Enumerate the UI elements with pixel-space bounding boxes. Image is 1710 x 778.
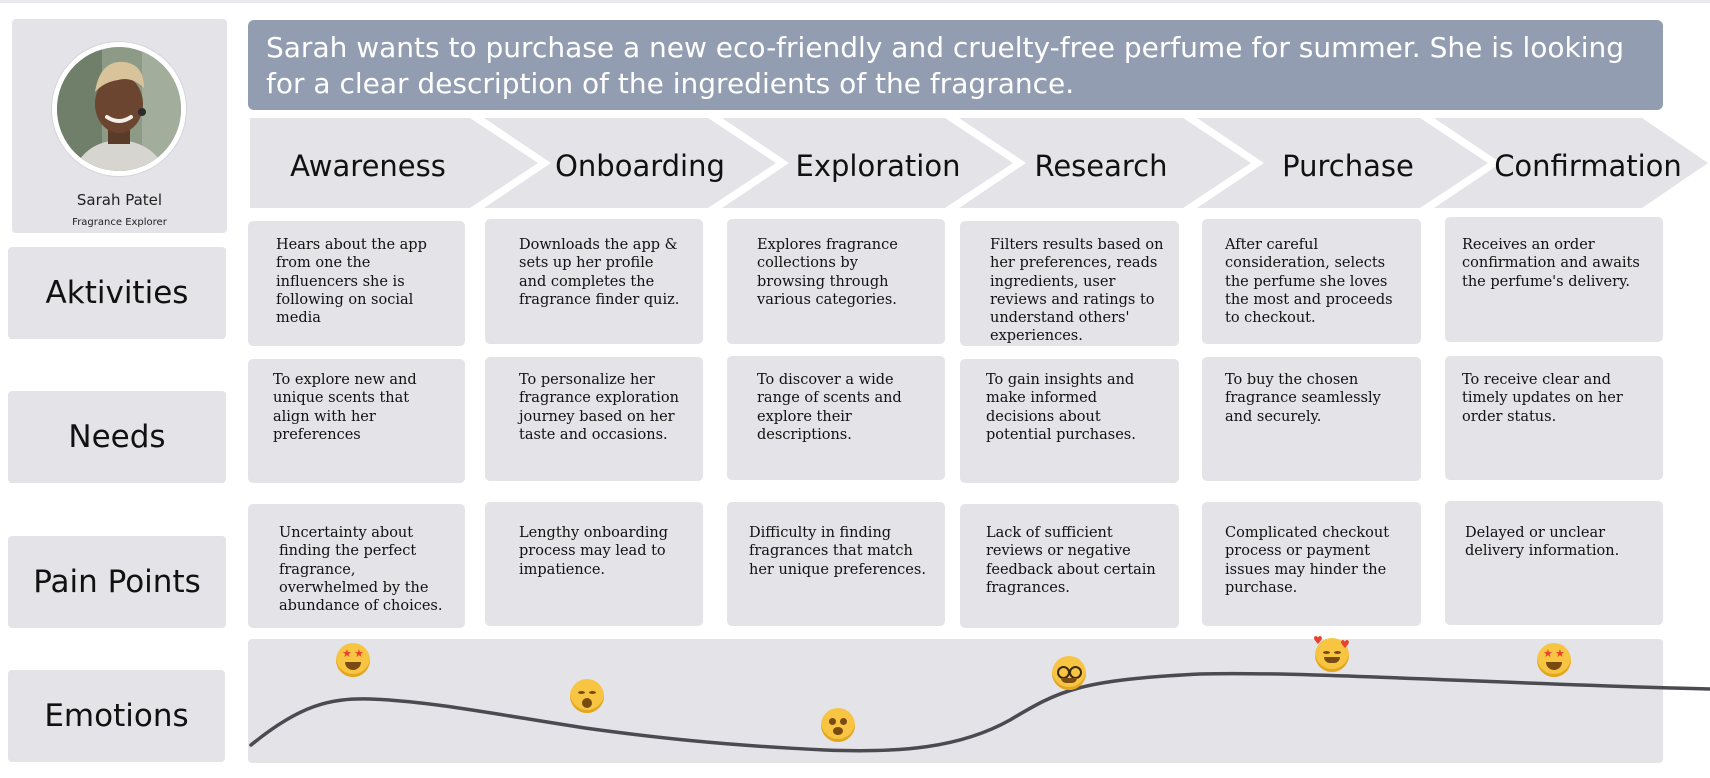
need-card: To receive clear and timely updates on h… — [1445, 356, 1663, 480]
pain-point-text: Lengthy onboarding process may lead to i… — [519, 525, 668, 578]
need-card: To gain insights and make informed decis… — [960, 359, 1179, 483]
need-text: To buy the chosen fragrance seamlessly a… — [1225, 372, 1381, 425]
stage-label-purchase: Purchase — [1282, 149, 1414, 183]
stage-arrow-research — [959, 118, 1251, 208]
activity-text: Filters results based on her preferences… — [990, 237, 1164, 345]
pain-point-text: Lack of sufficient reviews or negative f… — [986, 525, 1156, 596]
need-text: To receive clear and timely updates on h… — [1462, 372, 1623, 425]
need-text: To gain insights and make informed decis… — [986, 372, 1136, 443]
persona-card: Sarah Patel Fragrance Explorer — [12, 19, 227, 233]
pain-point-card: Delayed or unclear delivery information. — [1445, 501, 1663, 625]
stage-label-research: Research — [1034, 149, 1168, 183]
activity-text: After careful consideration, selects the… — [1225, 237, 1393, 327]
row-label-activities: Aktivities — [8, 247, 226, 339]
activity-text: Receives an order confirmation and await… — [1462, 237, 1640, 290]
activity-card: Explores fragrance collections by browsi… — [727, 219, 945, 344]
stage-arrow-awareness — [250, 118, 538, 208]
stage-arrow-exploration — [722, 118, 1013, 208]
stage-label-confirmation: Confirmation — [1494, 149, 1682, 183]
mind-blown-emoji-icon — [821, 708, 855, 742]
need-card: To discover a wide range of scents and e… — [727, 356, 945, 480]
row-label-emotions: Emotions — [8, 670, 225, 762]
stage-arrow-onboarding — [484, 118, 776, 208]
activity-card: Receives an order confirmation and await… — [1445, 217, 1663, 342]
stage-label-onboarding: Onboarding — [555, 149, 725, 183]
need-text: To explore new and unique scents that al… — [273, 372, 417, 443]
pain-point-card: Lengthy onboarding process may lead to i… — [485, 502, 703, 626]
star-struck-emoji-icon: ★★ — [1537, 643, 1571, 677]
pain-point-card: Lack of sufficient reviews or negative f… — [960, 504, 1179, 628]
stage-arrow-confirmation — [1434, 118, 1708, 208]
nerd-emoji-icon — [1052, 656, 1086, 690]
activity-card: After careful consideration, selects the… — [1202, 219, 1421, 344]
pain-point-text: Complicated checkout process or payment … — [1225, 525, 1390, 596]
row-label-pain-points: Pain Points — [8, 536, 226, 628]
need-card: To explore new and unique scents that al… — [248, 359, 465, 483]
activity-text: Hears about the app from one the influen… — [276, 237, 427, 327]
pain-point-card: Difficulty in finding fragrances that ma… — [727, 502, 945, 626]
pain-point-card: Complicated checkout process or payment … — [1202, 502, 1421, 626]
activity-card: Downloads the app & sets up her profile … — [485, 219, 703, 344]
need-text: To discover a wide range of scents and e… — [757, 372, 902, 443]
stage-label-exploration: Exploration — [795, 149, 961, 183]
need-text: To personalize her fragrance exploration… — [519, 372, 679, 443]
star-struck-emoji-icon: ★★ — [336, 643, 370, 677]
pain-point-text: Uncertainty about finding the perfect fr… — [279, 525, 443, 615]
activity-card: Filters results based on her preferences… — [960, 221, 1179, 346]
pain-point-text: Difficulty in finding fragrances that ma… — [749, 525, 926, 578]
persona-avatar — [52, 42, 186, 176]
persona-name: Sarah Patel — [76, 191, 163, 209]
stage-label-awareness: Awareness — [290, 149, 446, 183]
persona-role: Fragrance Explorer — [72, 217, 167, 228]
pain-point-card: Uncertainty about finding the perfect fr… — [248, 504, 465, 628]
top-divider — [0, 0, 1710, 3]
activity-text: Downloads the app & sets up her profile … — [519, 237, 680, 308]
need-card: To buy the chosen fragrance seamlessly a… — [1202, 357, 1421, 481]
activity-card: Hears about the app from one the influen… — [248, 221, 465, 346]
scenario-banner: Sarah wants to purchase a new eco-friend… — [248, 20, 1663, 110]
need-card: To personalize her fragrance exploration… — [485, 357, 703, 481]
smiling-hearts-emoji-icon: ♥♥ — [1313, 635, 1350, 672]
yawning-emoji-icon — [570, 679, 604, 713]
pain-point-text: Delayed or unclear delivery information. — [1465, 525, 1620, 560]
stage-arrow-purchase — [1197, 118, 1488, 208]
row-label-needs: Needs — [8, 391, 226, 483]
activity-text: Explores fragrance collections by browsi… — [757, 237, 898, 308]
emotion-track — [248, 639, 1663, 763]
